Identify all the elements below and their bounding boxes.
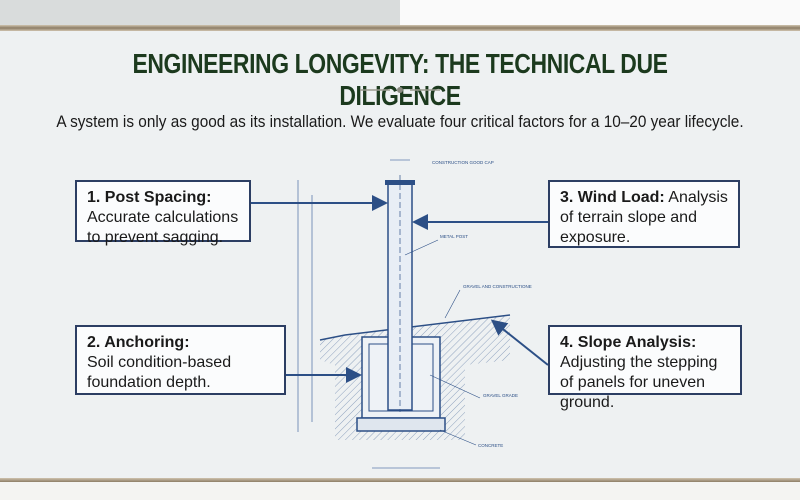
header-band-right xyxy=(400,0,800,26)
label-grade: GRAVEL GRADE xyxy=(483,393,518,398)
ground-line xyxy=(319,314,511,341)
bottom-accent-bar xyxy=(0,478,800,482)
factor-text: Soil condition-based foundation depth. xyxy=(87,354,232,391)
label-cap: CONSTRUCTION GOOD CAP xyxy=(432,160,494,165)
title-divider xyxy=(360,87,440,93)
leader-line xyxy=(439,429,477,446)
leader-line xyxy=(444,289,461,319)
factor-text: Adjusting the stepping of panels for une… xyxy=(560,354,718,411)
header-band-left xyxy=(0,0,400,26)
label-concrete: CONCRETE xyxy=(478,443,503,448)
accent-bar xyxy=(0,25,800,31)
factor-heading: 1. Post Spacing: xyxy=(87,189,212,206)
factor-heading: 3. Wind Load: xyxy=(560,189,665,206)
bottom-strip xyxy=(0,482,800,500)
factor-post-spacing: 1. Post Spacing: Accurate calculations t… xyxy=(75,180,251,246)
factor-slope-analysis: 4. Slope Analysis: Adjusting the steppin… xyxy=(548,325,742,411)
factor-heading: 4. Slope Analysis: xyxy=(560,334,697,351)
label-post: METAL POST xyxy=(440,234,468,239)
subtitle: A system is only as good as its installa… xyxy=(56,113,744,131)
arrow-slope xyxy=(490,319,549,366)
factor-anchoring: 2. Anchoring: Soil condition-based found… xyxy=(75,325,286,395)
factor-text: Analysis of terrain slope and exposure. xyxy=(560,189,728,246)
factor-text: Accurate calculations to prevent sagging… xyxy=(87,209,239,246)
factor-heading: 2. Anchoring: xyxy=(87,334,190,351)
label-gravel: GRAVEL AND CONSTRUCTIONE xyxy=(463,284,532,289)
concrete-base xyxy=(356,417,446,432)
post-cap xyxy=(385,180,415,185)
leader-line xyxy=(429,374,481,399)
page-title: ENGINEERING LONGEVITY: THE TECHNICAL DUE… xyxy=(132,48,668,111)
leader-line xyxy=(404,239,439,256)
factor-wind-load: 3. Wind Load: Analysis of terrain slope … xyxy=(548,180,740,248)
